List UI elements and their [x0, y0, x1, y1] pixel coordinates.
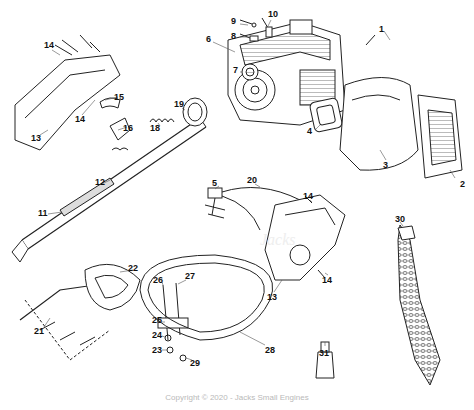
callout-number: 2	[459, 180, 466, 189]
callout-number: 26	[152, 276, 164, 285]
callout-number: 16	[122, 124, 134, 133]
callout-number: 10	[267, 10, 279, 19]
callout-number: 4	[306, 127, 313, 136]
callout-number: 20	[246, 176, 258, 185]
watermark: Copyright © 2020 - Jacks Small Engines	[164, 394, 309, 402]
callout-number: 22	[127, 264, 139, 273]
callout-number: 13	[266, 293, 278, 302]
callout-number: 8	[230, 32, 237, 41]
callout-number: 7	[232, 66, 239, 75]
callout-number: 1	[378, 25, 385, 34]
callout-number: 23	[151, 346, 163, 355]
callout-number: 14	[321, 276, 333, 285]
callout-number: 12	[94, 178, 106, 187]
callout-number: 21	[33, 327, 45, 336]
callout-number: 28	[264, 346, 276, 355]
callout-number: 31	[318, 349, 330, 358]
callout-number: 5	[211, 179, 218, 188]
callout-number: 6	[205, 35, 212, 44]
callout-number: 14	[302, 192, 314, 201]
callout-number: 18	[149, 124, 161, 133]
svg-text:Jacks: Jacks	[260, 231, 296, 248]
callout-number: 30	[394, 215, 406, 224]
callout-number: 24	[151, 331, 163, 340]
callout-number: 9	[230, 17, 237, 26]
callout-number: 25	[151, 316, 163, 325]
callout-number: 29	[189, 359, 201, 368]
callout-number: 13	[30, 134, 42, 143]
callout-number: 27	[184, 272, 196, 281]
callout-number: 15	[113, 93, 125, 102]
callout-number: 19	[173, 100, 185, 109]
callout-number: 11	[37, 209, 49, 218]
callout-number: 14	[74, 115, 86, 124]
callout-number: 14	[43, 41, 55, 50]
callout-number: 3	[382, 161, 389, 170]
